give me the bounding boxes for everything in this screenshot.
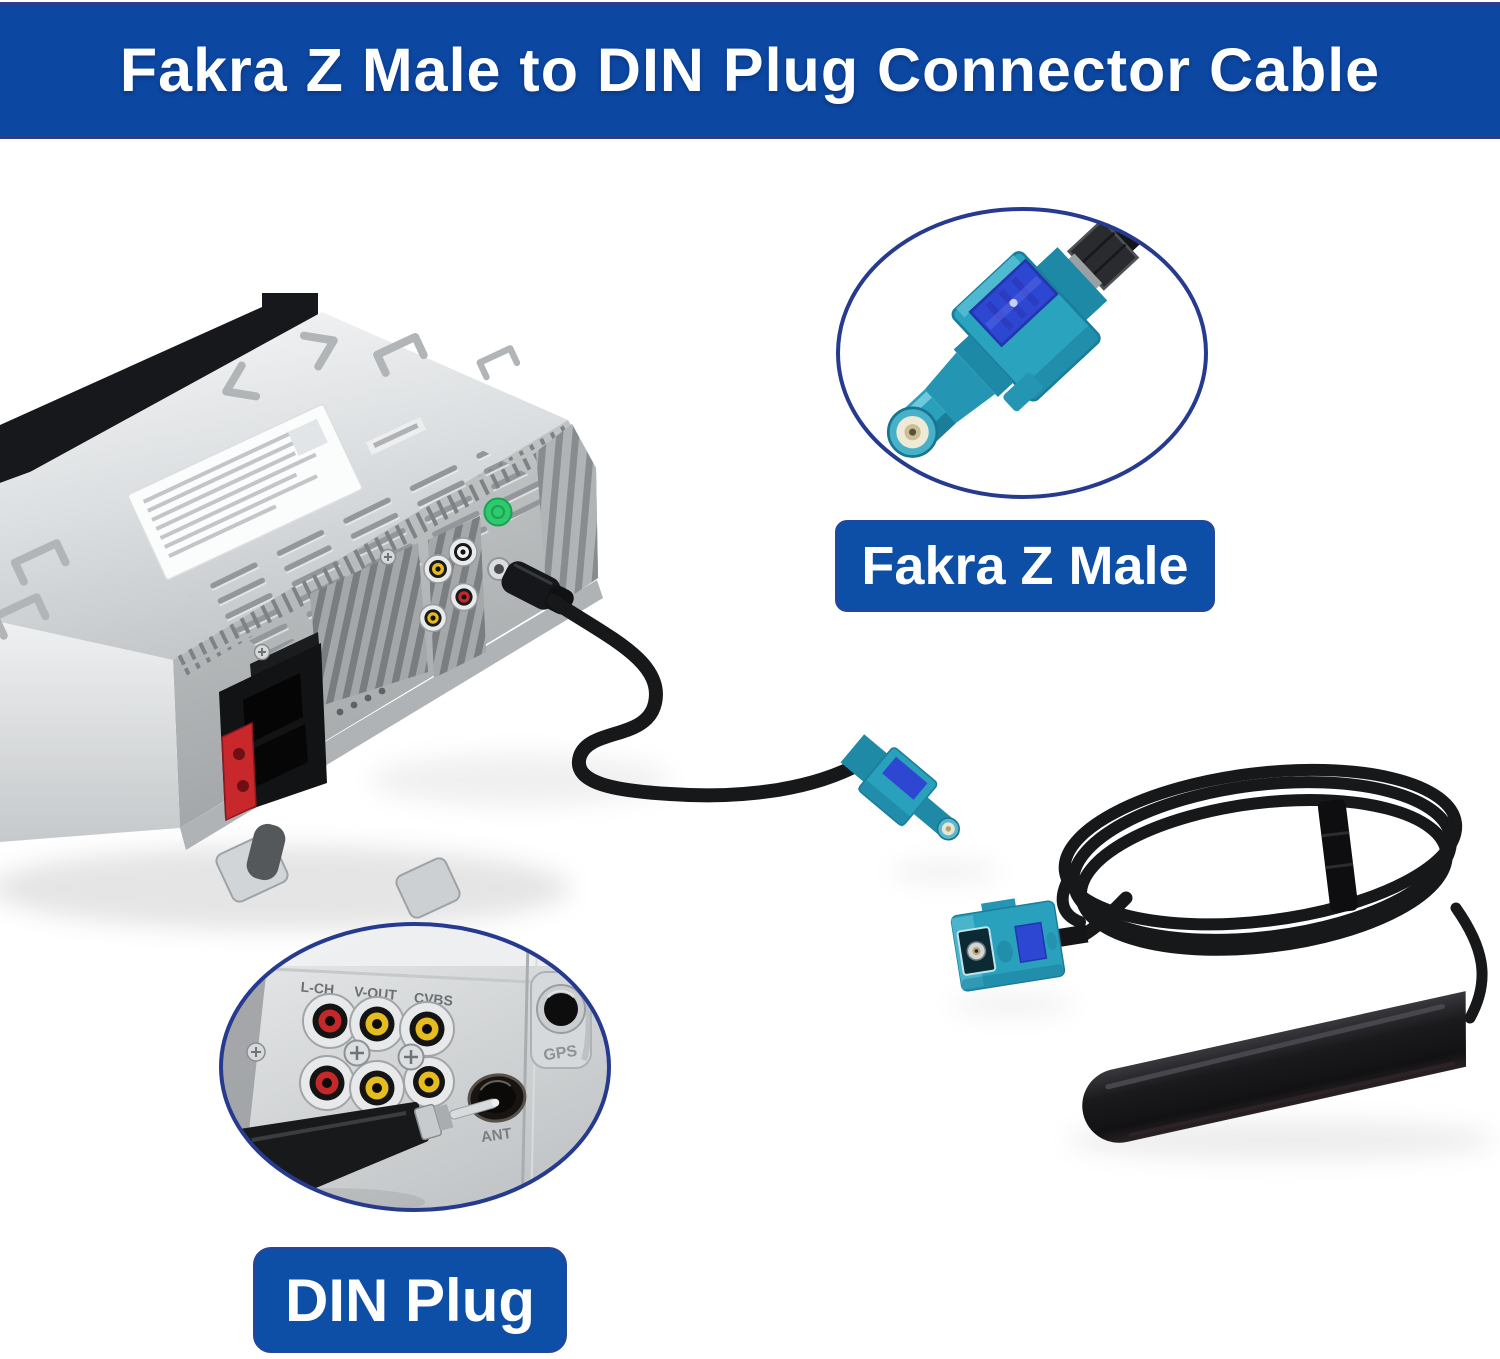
- rca-jack: [448, 537, 478, 567]
- stereo-rca-jacks: [418, 537, 479, 633]
- stereo-front-panel: [0, 293, 341, 483]
- rca-jack: [423, 554, 453, 584]
- stereo-screws: [253, 548, 397, 661]
- stereo-bottom-brackets: [215, 823, 461, 919]
- din-callout-circle: [219, 922, 611, 1212]
- rca-jack: [399, 1001, 455, 1057]
- din-plug-label: DIN Plug: [253, 1247, 567, 1353]
- fakra-z-male-label: Fakra Z Male: [835, 520, 1215, 612]
- din-callout: L-CH V-OUT CVBS: [219, 922, 611, 1212]
- coiled-cable: [1056, 763, 1488, 1024]
- car-stereo: [0, 293, 603, 919]
- adapter-cable: [546, 594, 868, 803]
- gps-connector: [530, 971, 592, 1069]
- rca-jack: [349, 996, 405, 1052]
- fakra-callout-connector: [886, 209, 1206, 458]
- gps-label: GPS: [542, 1043, 578, 1065]
- title-banner-text: Fakra Z Male to DIN Plug Connector Cable: [119, 36, 1381, 104]
- rca-jack: [418, 603, 448, 633]
- rca-jack: [299, 1055, 355, 1111]
- fakra-callout: [836, 207, 1208, 499]
- patch-antenna: [1082, 991, 1467, 1143]
- green-dot-indicator: [483, 497, 513, 527]
- stereo-fuse: [221, 721, 257, 822]
- title-banner: Fakra Z Male to DIN Plug Connector Cable: [0, 2, 1500, 139]
- fakra-z-female-connector: [950, 898, 1089, 992]
- stereo-rear-edge-fins: [175, 425, 572, 678]
- din-callout-rca-jacks: [299, 993, 455, 1116]
- connector-shadows: [890, 862, 1074, 1015]
- stereo-left-face: [0, 622, 180, 842]
- fakra-callout-circle: [836, 207, 1208, 499]
- rca-jack: [302, 993, 358, 1049]
- stereo-pin-holes: [336, 687, 386, 716]
- rca-jack: [349, 1060, 405, 1116]
- stereo-print-code: [365, 416, 427, 456]
- ant-label: ANT: [480, 1125, 513, 1146]
- rca-jack: [403, 1056, 455, 1108]
- stereo-spec-sticker: [127, 403, 363, 581]
- jack-label-lch: L-CH: [300, 979, 335, 998]
- fakra-z-male-connector-small: [840, 734, 960, 841]
- din-callout-screws: [343, 1039, 425, 1071]
- rca-jack: [449, 582, 479, 612]
- cable-tie-wrap: [1317, 799, 1359, 913]
- stereo-stamped-marks: [0, 331, 521, 640]
